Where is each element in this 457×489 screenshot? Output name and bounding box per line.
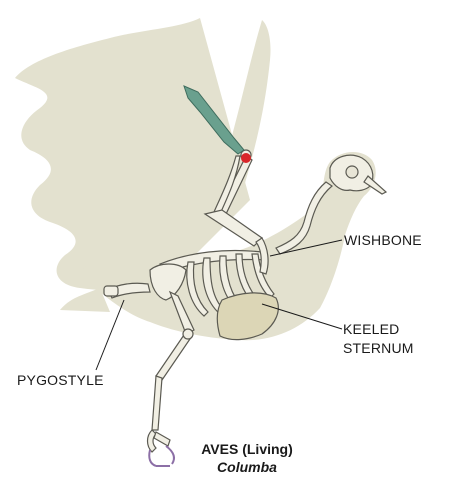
- wishbone-label: WISHBONE: [344, 232, 422, 248]
- pygostyle-label: PYGOSTYLE: [17, 372, 104, 388]
- species-caption: AVES (Living) Columba: [192, 440, 302, 476]
- keeled-sternum-label-line2: STERNUM: [343, 340, 414, 356]
- keeled-sternum-label-line1: KEELED: [343, 321, 399, 337]
- keeled-sternum-label: KEELED STERNUM: [343, 320, 414, 358]
- genus-name: Columba: [192, 458, 302, 476]
- wrist-joint: [241, 153, 251, 163]
- taxon-group: AVES (Living): [192, 440, 302, 458]
